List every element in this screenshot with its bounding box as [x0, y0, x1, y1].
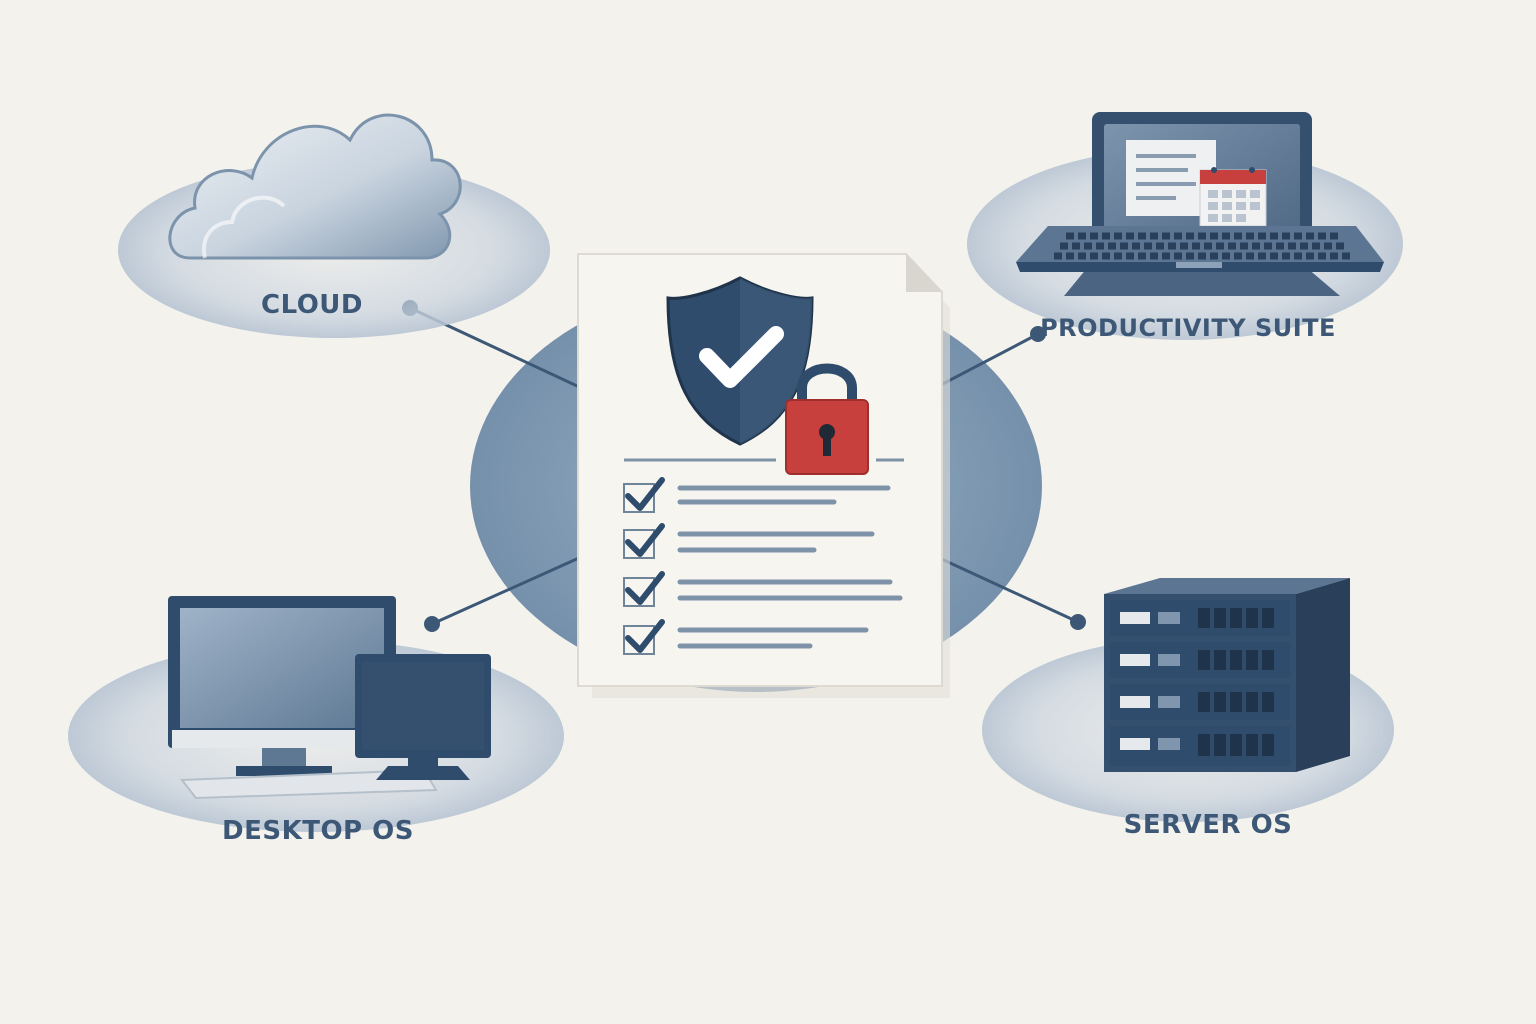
connector-desktop — [431, 551, 591, 626]
keyboard-tray-icon — [180, 768, 438, 800]
desktop-os-label: DESKTOP OS — [222, 816, 414, 846]
checklist-item — [623, 619, 869, 655]
checklist-item — [623, 477, 891, 513]
server-rack-icon — [1104, 578, 1350, 772]
cloud-node — [118, 113, 550, 338]
page-fold — [906, 254, 942, 292]
productivity-node — [967, 112, 1403, 340]
keyboard-icon — [1054, 232, 1352, 260]
padlock-icon — [785, 363, 869, 475]
laptop-icon — [1016, 112, 1384, 296]
policy-document — [577, 253, 950, 698]
monitor-icon — [168, 596, 396, 776]
connector-dot-productivity — [1030, 326, 1046, 342]
connector-dot-desktop — [424, 616, 440, 632]
checklist-item — [623, 523, 875, 559]
connector-productivity — [934, 332, 1039, 390]
second-monitor-icon — [355, 654, 491, 780]
desktop-node — [68, 596, 564, 832]
server-node — [982, 578, 1394, 822]
connector-server — [934, 554, 1079, 624]
cloud-icon — [168, 113, 462, 260]
checklist-item — [623, 571, 903, 607]
calendar-icon — [1199, 167, 1267, 227]
server-units — [1110, 600, 1290, 766]
cloud-label: CLOUD — [260, 290, 364, 320]
shield-check-icon — [666, 276, 814, 446]
connector-dot-server — [1070, 614, 1086, 630]
productivity-suite-label: PRODUCTIVITY SUITE — [1040, 314, 1336, 342]
checklist-icon — [623, 477, 903, 655]
server-os-label: SERVER OS — [1123, 810, 1293, 840]
